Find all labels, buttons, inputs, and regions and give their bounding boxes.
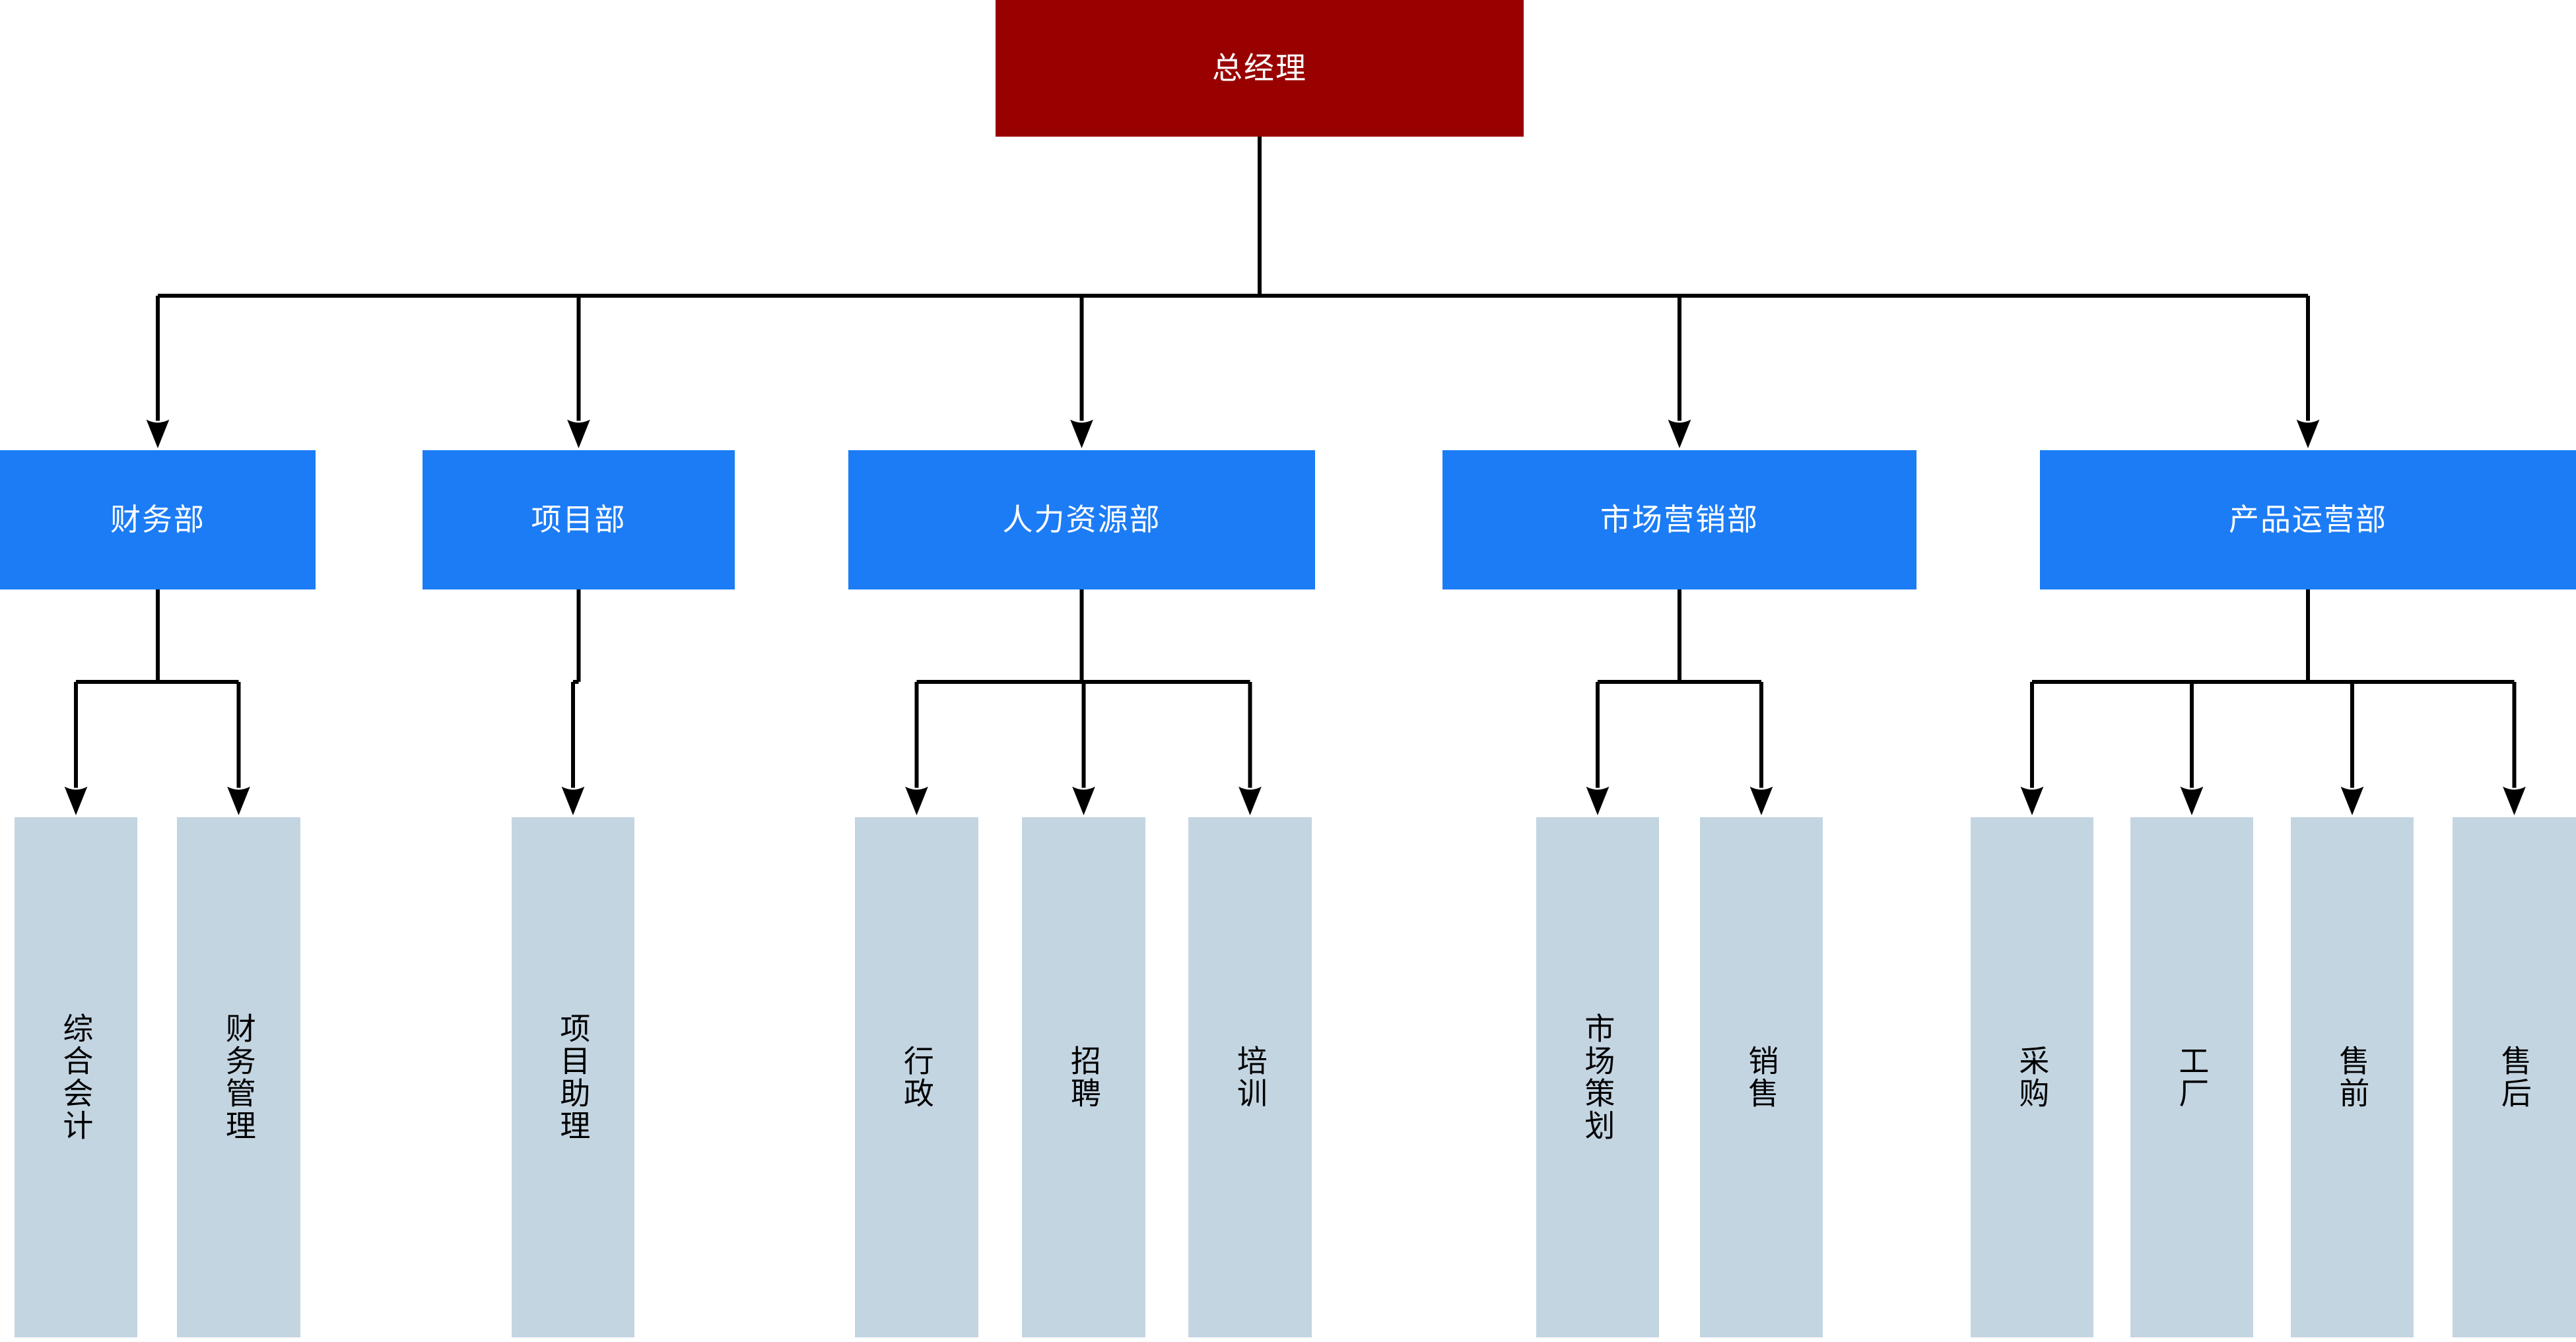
- org-node-team-label: 销售: [1744, 1045, 1780, 1110]
- org-node-team-label: 招聘: [1066, 1045, 1102, 1110]
- org-node-team-label: 培训: [1232, 1045, 1268, 1110]
- org-node-department[interactable]: 产品运营部: [2040, 450, 2576, 589]
- org-node-team[interactable]: 销售: [1700, 817, 1823, 1337]
- team-drop-3-0-arrowhead: [1586, 786, 1610, 815]
- org-node-team[interactable]: 行政: [855, 817, 978, 1337]
- org-node-team[interactable]: 市场策划: [1536, 817, 1659, 1337]
- org-node-department[interactable]: 人力资源部: [848, 450, 1315, 589]
- org-node-team-label: 采购: [2014, 1045, 2051, 1110]
- org-node-team-label: 售前: [2334, 1045, 2371, 1110]
- org-node-team[interactable]: 售后: [2453, 817, 2576, 1337]
- org-node-team[interactable]: 工厂: [2130, 817, 2253, 1337]
- team-drop-4-0-arrowhead: [2020, 786, 2044, 815]
- org-node-department[interactable]: 财务部: [0, 450, 316, 589]
- team-drop-1-0-arrowhead: [561, 786, 585, 815]
- org-node-team[interactable]: 招聘: [1022, 817, 1145, 1337]
- team-drop-3-1-arrowhead: [1749, 786, 1773, 815]
- org-node-root-label: 总经理: [1212, 50, 1307, 86]
- org-node-team-label: 项目助理: [555, 1013, 592, 1142]
- org-node-root-general-manager[interactable]: 总经理: [996, 0, 1524, 137]
- org-node-department-label: 财务部: [110, 501, 205, 537]
- team-drop-4-2-arrowhead: [2340, 786, 2364, 815]
- department-drop-1-arrowhead: [567, 419, 590, 448]
- team-drop-4-3-arrowhead: [2503, 786, 2526, 815]
- org-node-team-label: 售后: [2496, 1045, 2532, 1110]
- department-drop-0-arrowhead: [146, 419, 170, 448]
- team-drop-2-2-arrowhead: [1238, 786, 1262, 815]
- org-node-team[interactable]: 财务管理: [177, 817, 300, 1337]
- org-node-team-label: 工厂: [2174, 1045, 2210, 1110]
- org-node-team-label: 行政: [898, 1045, 935, 1110]
- org-node-team[interactable]: 售前: [2291, 817, 2414, 1337]
- team-drop-4-1-arrowhead: [2180, 786, 2204, 815]
- org-node-team[interactable]: 采购: [1971, 817, 2093, 1337]
- org-node-team-label: 市场策划: [1580, 1013, 1616, 1142]
- org-node-team[interactable]: 项目助理: [512, 817, 634, 1337]
- org-node-department-label: 人力资源部: [1002, 501, 1161, 537]
- org-node-team-label: 财务管理: [220, 1013, 257, 1142]
- org-node-department[interactable]: 市场营销部: [1442, 450, 1916, 589]
- org-node-team[interactable]: 培训: [1188, 817, 1312, 1337]
- team-drop-0-1-arrowhead: [227, 786, 250, 815]
- org-node-team[interactable]: 综合会计: [15, 817, 137, 1337]
- org-node-department[interactable]: 项目部: [423, 450, 735, 589]
- org-node-team-label: 综合会计: [58, 1013, 94, 1142]
- org-node-department-label: 市场营销部: [1600, 501, 1759, 537]
- org-node-department-label: 产品运营部: [2229, 501, 2387, 537]
- department-drop-4-arrowhead: [2296, 419, 2320, 448]
- department-drop-2-arrowhead: [1070, 419, 1093, 448]
- team-drop-2-0-arrowhead: [905, 786, 928, 815]
- department-drop-3-arrowhead: [1668, 419, 1691, 448]
- team-drop-0-0-arrowhead: [64, 786, 88, 815]
- org-node-department-label: 项目部: [531, 501, 627, 537]
- team-drop-2-1-arrowhead: [1072, 786, 1095, 815]
